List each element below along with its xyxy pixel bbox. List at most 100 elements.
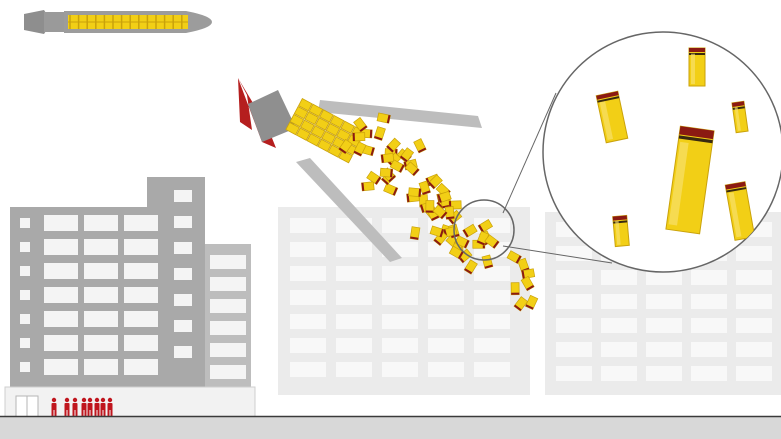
dispenser-body	[248, 90, 296, 142]
window	[601, 366, 637, 381]
window	[44, 215, 78, 231]
window	[601, 318, 637, 333]
submunition	[510, 282, 520, 296]
submunition	[352, 132, 366, 142]
zoom-lens	[542, 31, 781, 273]
window	[556, 270, 592, 285]
window	[84, 287, 118, 303]
window	[646, 366, 682, 381]
window	[290, 218, 326, 233]
window	[20, 266, 30, 276]
submunition	[304, 111, 319, 125]
window	[428, 266, 464, 281]
submunition	[314, 117, 330, 131]
ground	[0, 416, 781, 439]
window	[736, 246, 772, 261]
window	[20, 290, 30, 300]
submunition	[477, 219, 494, 234]
magnifier-lens-icon	[453, 31, 781, 273]
window	[646, 270, 682, 285]
window	[601, 270, 637, 285]
submunition	[319, 109, 334, 123]
submunition-enlarged	[665, 125, 715, 235]
submunition	[306, 133, 322, 147]
submunition	[338, 150, 353, 164]
window	[691, 270, 727, 285]
person-icon	[64, 397, 70, 416]
window	[174, 216, 192, 228]
window	[556, 246, 592, 261]
window	[382, 362, 418, 377]
opening-dispenser	[238, 78, 482, 262]
window	[646, 294, 682, 309]
window	[84, 239, 118, 255]
submunition	[353, 141, 367, 157]
submunition	[289, 113, 305, 128]
window	[174, 190, 192, 202]
window	[174, 294, 192, 306]
person-icon	[51, 397, 57, 416]
apartment-building	[4, 177, 256, 418]
window	[736, 318, 772, 333]
submunition	[380, 152, 395, 164]
submunition	[308, 103, 324, 117]
window	[290, 290, 326, 305]
window	[336, 362, 372, 377]
submunition	[298, 98, 313, 112]
person-icon	[94, 397, 100, 416]
person-icon	[100, 397, 106, 416]
window	[20, 362, 30, 372]
window	[474, 362, 510, 377]
submunition	[429, 225, 445, 238]
submunition	[427, 174, 443, 190]
person-icon	[107, 397, 113, 416]
submunition	[321, 130, 336, 145]
submunition	[383, 182, 399, 196]
window	[124, 239, 158, 255]
window	[44, 335, 78, 351]
submunition	[524, 294, 539, 311]
submunition	[413, 138, 427, 154]
submunition	[444, 206, 455, 220]
window	[44, 239, 78, 255]
person-icon	[72, 397, 78, 416]
window	[428, 338, 464, 353]
window	[44, 263, 78, 279]
submunition	[317, 138, 332, 153]
window	[736, 342, 772, 357]
window	[124, 215, 158, 231]
window	[556, 366, 592, 381]
window	[210, 365, 246, 379]
building-tower-cap	[147, 177, 169, 207]
window	[84, 215, 118, 231]
window	[20, 314, 30, 324]
submunition	[285, 121, 300, 136]
window	[428, 290, 464, 305]
window	[601, 294, 637, 309]
submunition-enlarged	[724, 181, 756, 241]
window	[736, 270, 772, 285]
submunition	[300, 119, 315, 133]
window	[174, 268, 192, 280]
window	[210, 343, 246, 357]
window	[646, 318, 682, 333]
window	[382, 338, 418, 353]
submunition-enlarged	[612, 214, 630, 248]
window	[691, 342, 727, 357]
window	[174, 242, 192, 254]
submunition-enlarged	[595, 90, 629, 144]
window	[44, 287, 78, 303]
submunition	[513, 296, 529, 312]
window	[556, 342, 592, 357]
window	[428, 362, 464, 377]
submunition	[329, 114, 345, 129]
zoom-target	[453, 199, 515, 261]
window	[210, 277, 246, 291]
window	[84, 359, 118, 375]
person-icon	[81, 397, 87, 416]
submunition	[327, 144, 343, 158]
window	[691, 294, 727, 309]
window	[290, 266, 326, 281]
submunition	[408, 187, 422, 198]
submunition	[448, 245, 465, 260]
